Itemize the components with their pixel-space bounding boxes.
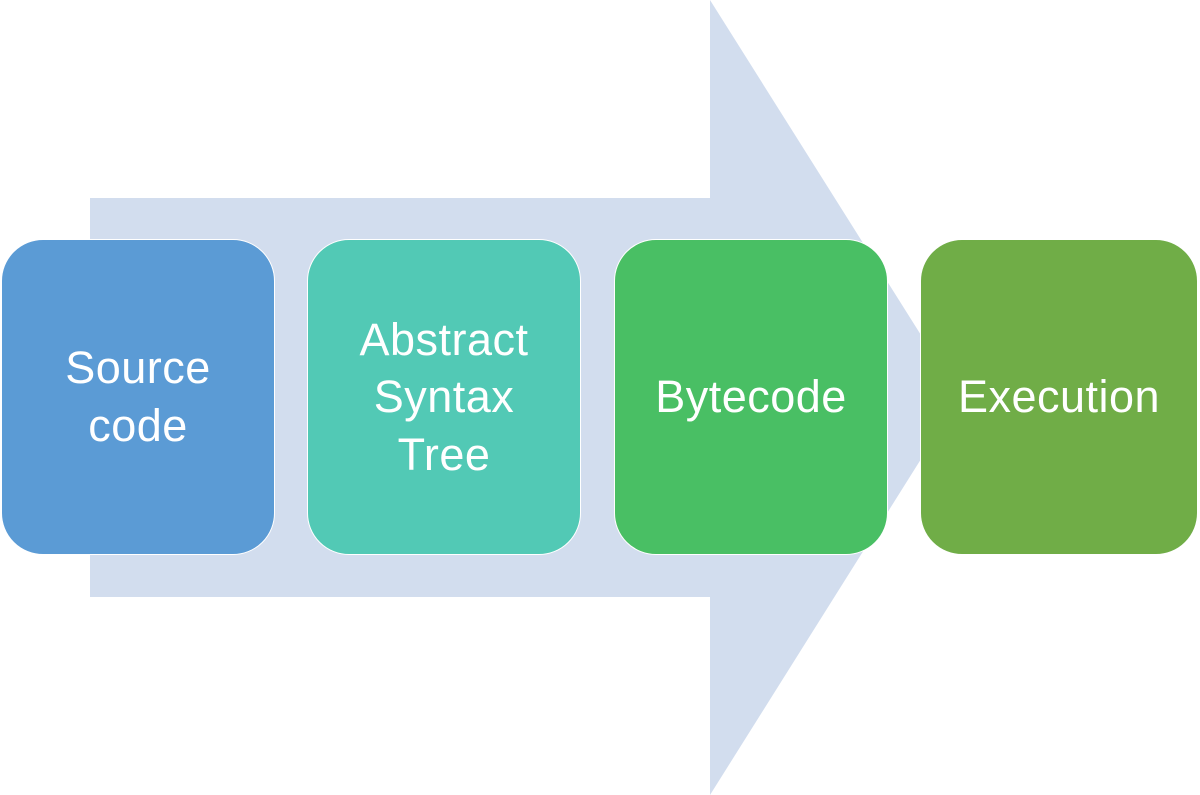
step-label: Source code bbox=[65, 342, 211, 451]
step-abstract-syntax-tree: Abstract Syntax Tree bbox=[307, 239, 581, 555]
step-bytecode: Bytecode bbox=[614, 239, 888, 555]
step-execution: Execution bbox=[920, 239, 1198, 555]
step-label: Abstract Syntax Tree bbox=[359, 313, 529, 480]
step-source-code: Source code bbox=[1, 239, 275, 555]
step-label: Execution bbox=[957, 371, 1161, 423]
step-label: Bytecode bbox=[655, 371, 847, 423]
